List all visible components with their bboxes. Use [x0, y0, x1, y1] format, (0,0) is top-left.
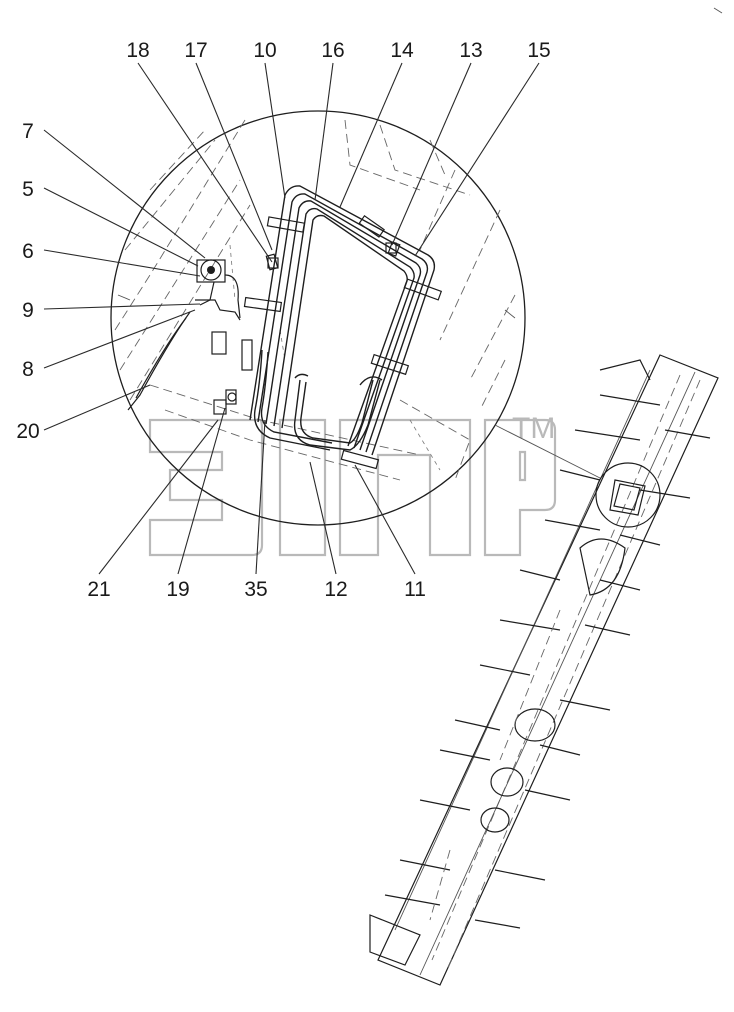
callout-9: 9 [22, 299, 34, 322]
callout-leader-13 [391, 62, 472, 246]
callout-5: 5 [22, 178, 34, 201]
callout-leader-6 [43, 249, 201, 277]
callout-leader-8 [43, 309, 196, 369]
callout-leader-16 [314, 62, 334, 201]
callout-leader-12 [309, 461, 337, 575]
locator-circle [595, 462, 661, 528]
callout-15: 15 [527, 39, 550, 62]
trademark-mark: TM [512, 412, 555, 445]
callout-11: 11 [404, 578, 426, 601]
pipe-bundle [243, 185, 443, 470]
callout-leader-7 [43, 129, 206, 259]
callout-7: 7 [22, 120, 34, 143]
callout-leader-20 [43, 384, 151, 431]
callout-21: 21 [87, 578, 110, 601]
callout-leader-10 [264, 62, 286, 199]
watermark-logo: TM [148, 412, 557, 557]
callout-leader-11 [354, 464, 416, 575]
callout-leader-35 [255, 419, 266, 575]
callout-14: 14 [390, 39, 414, 62]
callout-12: 12 [324, 578, 347, 601]
callout-13: 13 [459, 39, 482, 62]
corner-mark [713, 7, 723, 14]
callout-20: 20 [16, 420, 39, 443]
callout-leader-5 [43, 187, 199, 267]
chassis-overview [369, 354, 719, 986]
callout-leader-18 [137, 62, 273, 263]
callout-35: 35 [244, 578, 267, 601]
callout-16: 16 [321, 39, 344, 62]
callout-leader-17 [195, 62, 273, 251]
callout-leader-15 [414, 62, 540, 257]
callout-labels: 18 17 10 16 14 13 15 7 5 6 9 8 20 21 19 35 12 11 [16, 39, 550, 601]
callout-19: 19 [166, 578, 189, 601]
callout-18: 18 [126, 39, 149, 62]
valve-assembly [127, 241, 401, 415]
callout-leader-14 [339, 62, 403, 208]
callout-leader-19 [177, 407, 226, 575]
callout-10: 10 [253, 39, 276, 62]
detail-circle [110, 110, 526, 526]
callout-leader-9 [43, 303, 201, 310]
callout-17: 17 [184, 39, 207, 62]
callout-6: 6 [22, 240, 34, 263]
callout-8: 8 [22, 358, 34, 381]
detail-connector [494, 424, 601, 479]
callout-leader-21 [98, 419, 219, 575]
